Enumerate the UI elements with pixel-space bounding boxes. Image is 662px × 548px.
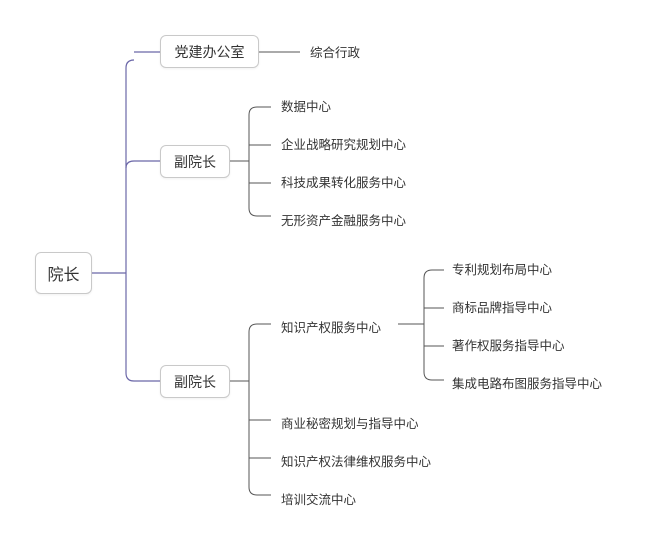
- node-patent-center[interactable]: 专利规划布局中心: [452, 262, 553, 277]
- node-tech-transfer-center[interactable]: 科技成果转化服务中心: [281, 175, 407, 190]
- node-vice-president-2[interactable]: 副院长: [160, 365, 230, 398]
- node-data-center[interactable]: 数据中心: [281, 99, 332, 114]
- root-to-vice1: [125, 160, 160, 169]
- node-copyright-center[interactable]: 著作权服务指导中心: [452, 338, 565, 353]
- node-vice-president-1[interactable]: 副院长: [160, 145, 230, 178]
- node-trademark-center[interactable]: 商标品牌指导中心: [452, 300, 553, 315]
- root-node-president[interactable]: 院长: [35, 252, 92, 294]
- node-ip-legal-center[interactable]: 知识产权法律维权服务中心: [281, 454, 432, 469]
- node-ip-service-center[interactable]: 知识产权服务中心: [281, 320, 382, 335]
- node-general-admin[interactable]: 综合行政: [310, 45, 361, 60]
- root-label: 院长: [47, 265, 80, 284]
- node-intangible-finance-center[interactable]: 无形资产金融服务中心: [281, 213, 407, 228]
- node-training-center[interactable]: 培训交流中心: [281, 492, 357, 507]
- ip-trunk: [423, 269, 433, 381]
- node-strategy-center[interactable]: 企业战略研究规划中心: [281, 137, 407, 152]
- root-trunk: [125, 59, 135, 382]
- node-trade-secret-center[interactable]: 商业秘密规划与指导中心: [281, 416, 419, 431]
- party-office-label: 党建办公室: [174, 44, 245, 61]
- vice-president-2-label: 副院长: [174, 374, 216, 391]
- vice1-trunk: [248, 106, 258, 217]
- node-ic-layout-center[interactable]: 集成电路布图服务指导中心: [452, 376, 603, 391]
- vice-president-1-label: 副院长: [174, 154, 216, 171]
- vice2-trunk: [248, 323, 258, 496]
- node-party-office[interactable]: 党建办公室: [160, 35, 259, 68]
